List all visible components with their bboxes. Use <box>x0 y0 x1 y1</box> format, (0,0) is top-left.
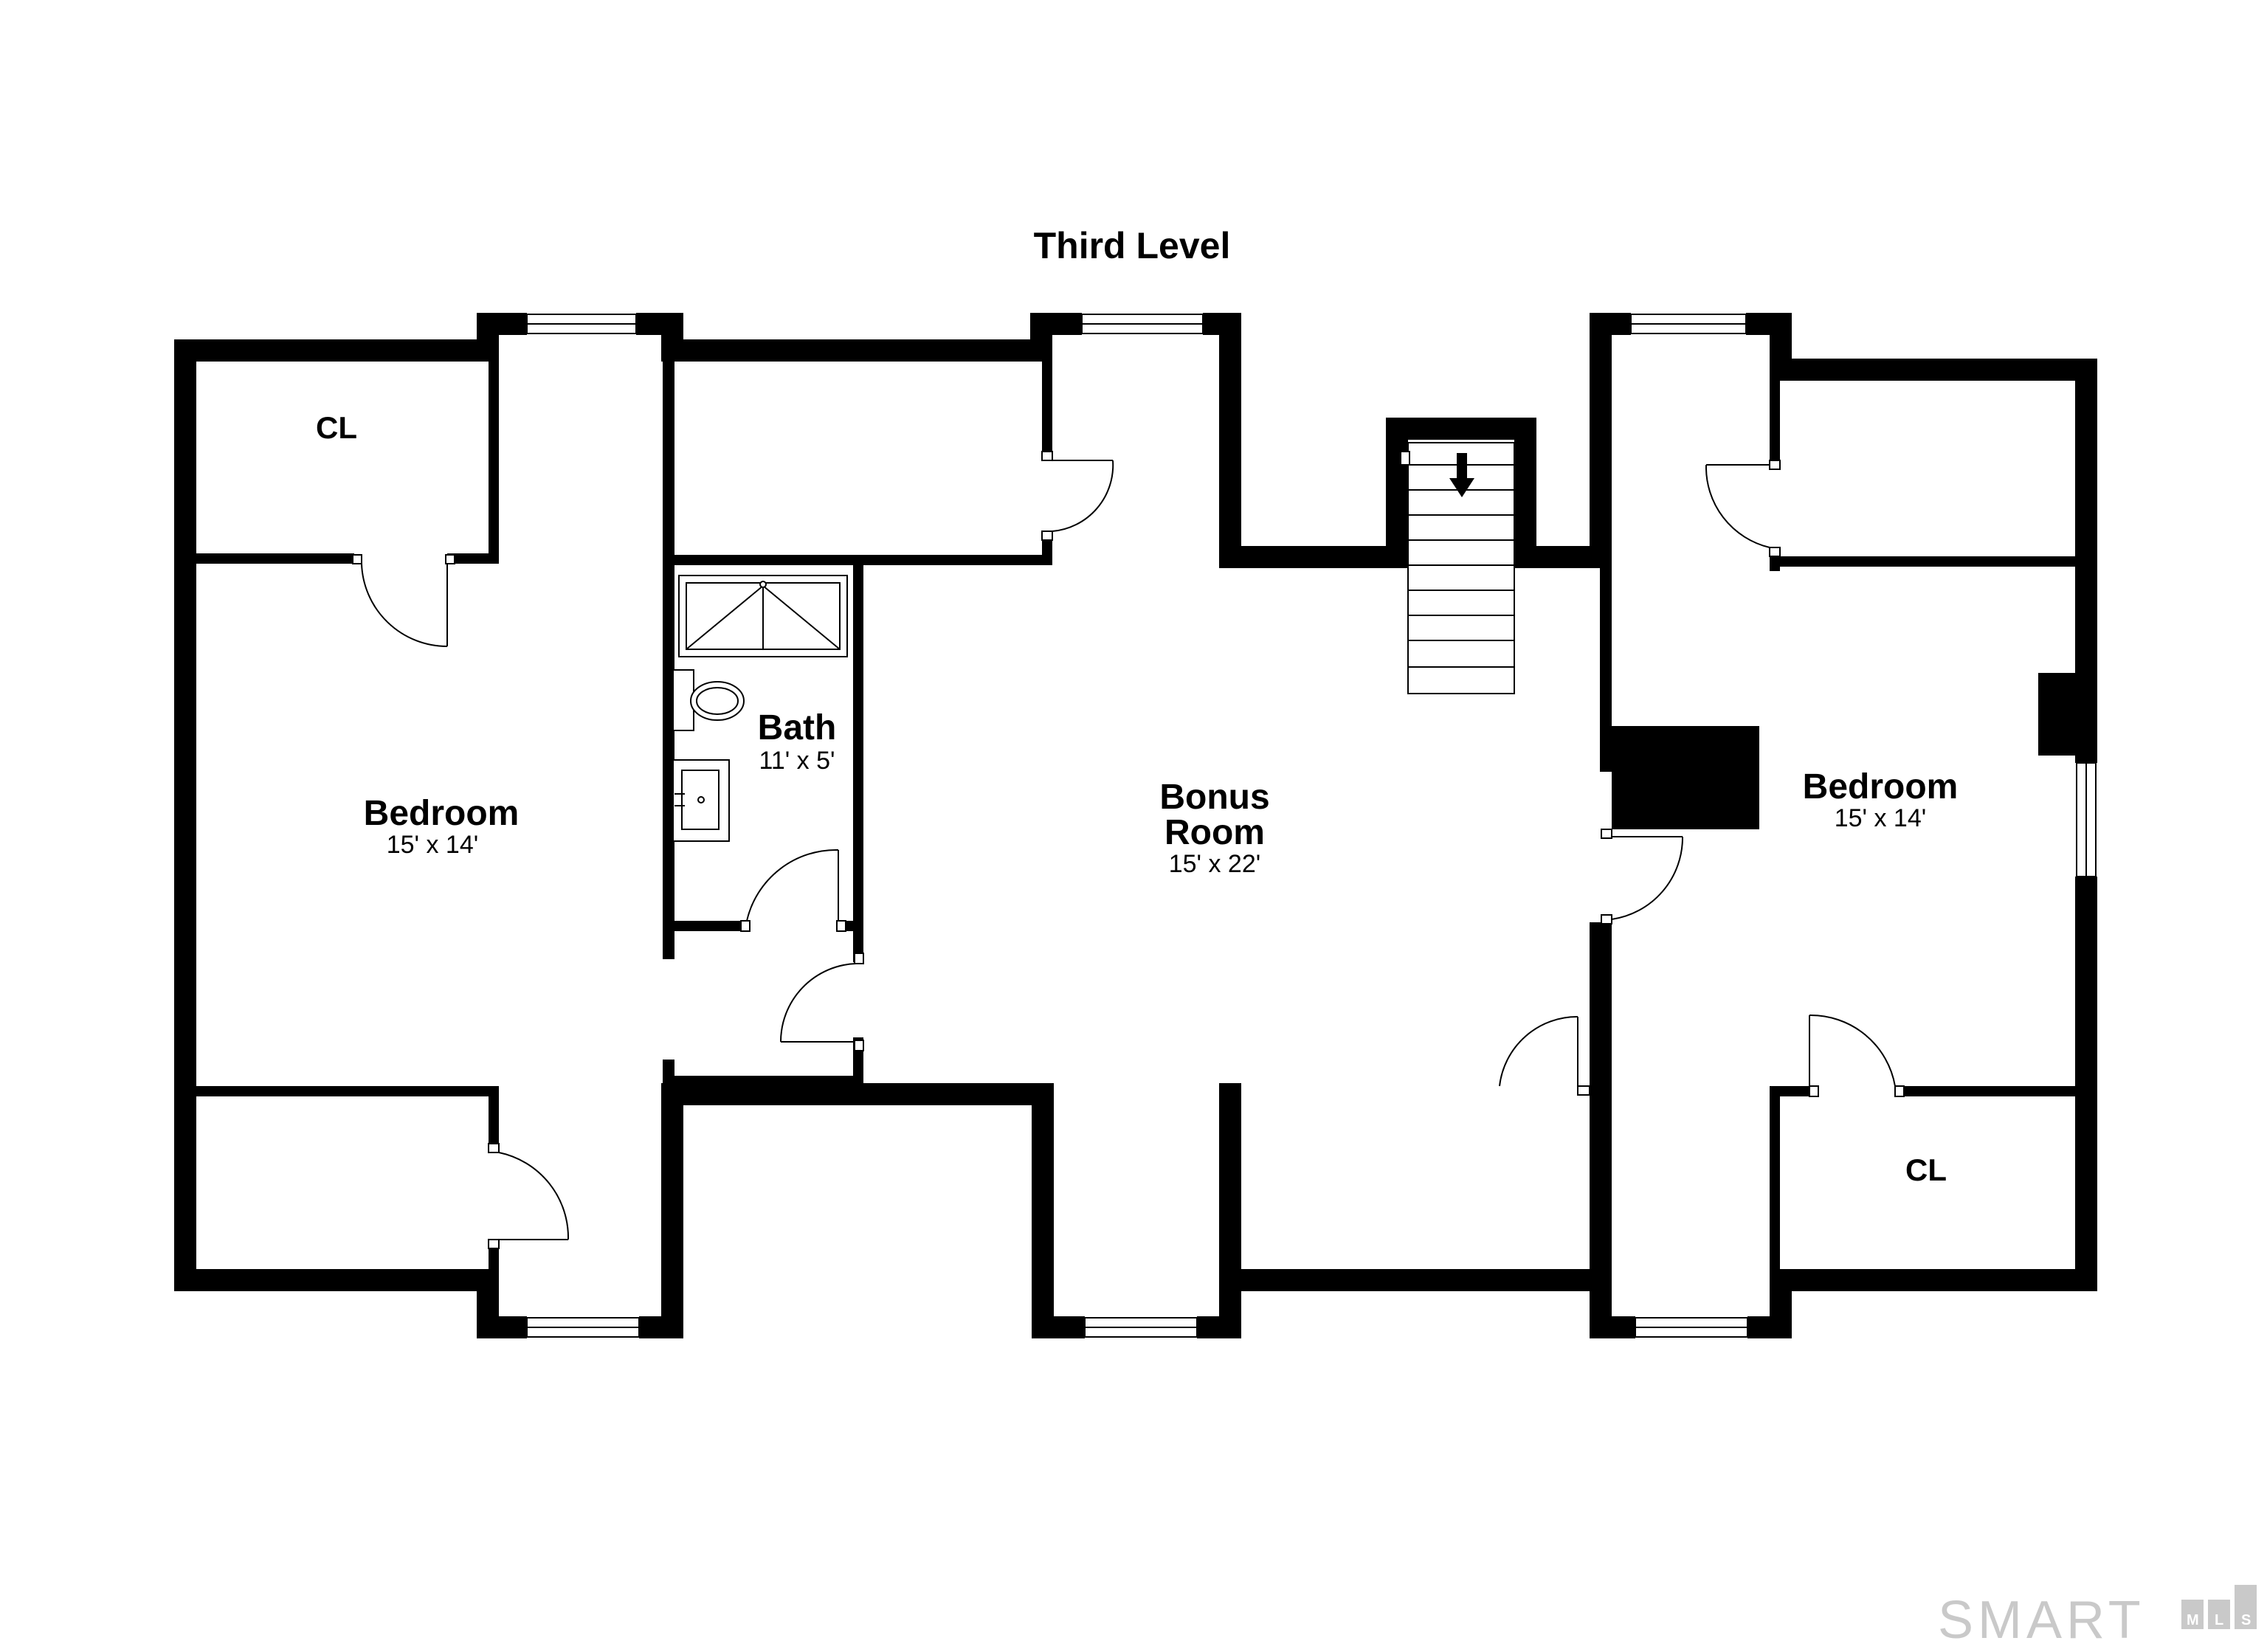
wall <box>489 1086 499 1151</box>
sink-icon <box>672 759 730 842</box>
wall <box>1032 1083 1054 1338</box>
toilet-icon <box>672 669 745 731</box>
wall <box>1770 1269 2097 1291</box>
room-name: Bonus <box>1159 778 1269 817</box>
room-name: Room <box>1164 813 1265 852</box>
wall <box>196 1086 499 1096</box>
wall <box>672 1076 859 1086</box>
wall <box>1219 313 1241 564</box>
plan-title: Third Level <box>1034 225 1231 266</box>
wall <box>1590 922 1612 1338</box>
room-dims: 15' x 14' <box>387 831 479 859</box>
door-swing-icon <box>361 563 448 647</box>
wall <box>1770 359 2097 381</box>
wall <box>862 555 1052 565</box>
door-swing-icon <box>780 963 857 1043</box>
room-dims: 11' x 5' <box>759 747 835 775</box>
doors <box>361 460 1896 1240</box>
wall <box>1770 1086 1780 1291</box>
wall <box>853 555 863 962</box>
room-name: Bedroom <box>1803 767 1959 806</box>
wall <box>1514 418 1536 568</box>
wall <box>1219 1269 1612 1291</box>
door-swing-icon <box>498 1152 570 1240</box>
wall <box>1590 1086 1612 1096</box>
door-swing-icon <box>1611 836 1684 920</box>
logo-text: SMART <box>1938 1591 2145 1648</box>
wall <box>1219 546 1386 568</box>
bath-fixtures <box>672 575 848 842</box>
wall <box>661 1083 683 1338</box>
window-icon <box>2076 762 2097 877</box>
wall <box>1032 1316 1085 1338</box>
window-icon <box>526 1317 640 1338</box>
wall <box>1600 568 1612 772</box>
closet-label: CL <box>1905 1152 1947 1187</box>
wall <box>1770 556 2075 567</box>
wall <box>174 339 196 1291</box>
wall <box>1898 1086 2075 1096</box>
room-dims: 15' x 22' <box>1169 850 1261 878</box>
wall <box>196 553 354 564</box>
wall <box>661 339 1052 362</box>
door-swing-icon <box>746 849 839 922</box>
wall <box>174 1269 499 1291</box>
chimney-icon <box>2038 673 2083 756</box>
stair-down-arrow-icon <box>1449 453 1474 497</box>
wall <box>477 1316 527 1338</box>
room-name: Bedroom <box>364 794 520 833</box>
door-swing-icon <box>1499 1015 1578 1087</box>
logo-sub-l: L <box>2215 1612 2223 1628</box>
wall <box>1219 1083 1241 1338</box>
wall <box>1386 418 1408 568</box>
windows <box>526 314 2097 1338</box>
window-icon <box>1081 314 1204 334</box>
logo-sub-m: M <box>2187 1612 2199 1628</box>
wall <box>447 553 499 564</box>
wall <box>1030 313 1082 335</box>
wall <box>663 1060 674 1105</box>
window-icon <box>1635 1317 1748 1338</box>
logo-sub-s: S <box>2241 1612 2251 1628</box>
wall <box>1770 1086 1809 1096</box>
wall <box>477 313 527 335</box>
wall <box>663 339 674 959</box>
smart-mls-logo: SMART M L S <box>1938 1585 2257 1650</box>
window-icon <box>526 314 637 334</box>
wall <box>1590 313 1612 568</box>
wall <box>489 339 499 564</box>
shower-icon <box>678 575 848 657</box>
door-swing-icon <box>1705 464 1770 548</box>
wall <box>174 339 499 362</box>
door-swing-icon <box>1052 460 1114 532</box>
wall <box>683 1083 1054 1105</box>
wall <box>672 555 863 565</box>
wall <box>1612 726 1759 829</box>
room-name: Bath <box>758 708 837 747</box>
wall <box>672 921 742 931</box>
wall <box>1042 339 1052 452</box>
wall <box>489 1240 499 1291</box>
wall <box>1386 418 1536 440</box>
window-icon <box>1630 314 1747 334</box>
wall <box>1590 313 1631 335</box>
wall <box>2075 877 2097 1291</box>
walls <box>174 313 2097 1338</box>
door-jambs <box>352 451 1905 1249</box>
window-icon <box>1084 1317 1198 1338</box>
closet-label: CL <box>316 410 357 445</box>
door-swing-icon <box>1809 1014 1896 1087</box>
wall <box>1770 381 1780 462</box>
room-labels: CL Bedroom 15' x 14' Bath 11' x 5' Bonus… <box>316 410 1958 1187</box>
room-dims: 15' x 14' <box>1835 804 1927 832</box>
wall <box>1590 1316 1635 1338</box>
wall <box>1514 546 1595 568</box>
